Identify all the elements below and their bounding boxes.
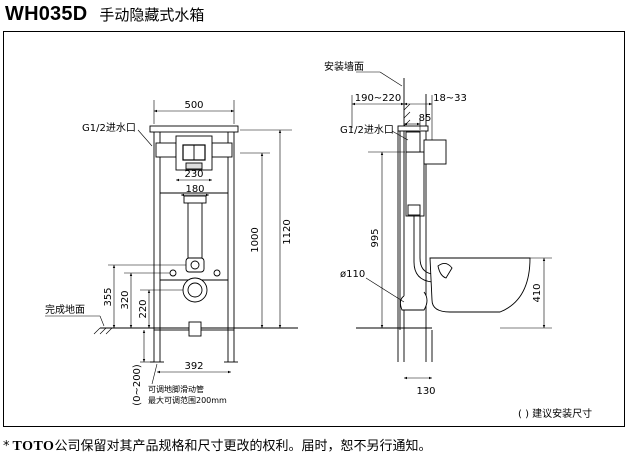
label-220: 220: [138, 299, 149, 318]
label-355: 355: [103, 287, 114, 306]
product-name: 手动隐藏式水箱: [99, 6, 205, 24]
toilet-bowl: [429, 257, 531, 313]
side-dimensions: [351, 71, 552, 380]
label-wall: 安装墙面: [324, 60, 364, 73]
model-number: WH035D: [5, 3, 88, 25]
legend-note: ( ) 建议安装尺寸: [518, 407, 592, 420]
page-title: WH035D 手动隐藏式水箱: [5, 3, 204, 27]
brand-name: TOTO: [12, 439, 55, 454]
label-adjust-note-2: 最大可调范围200mm: [148, 395, 227, 405]
label-410: 410: [532, 283, 543, 302]
label-1000: 1000: [250, 227, 261, 252]
front-dimensions: [45, 100, 292, 385]
label-320: 320: [120, 290, 131, 309]
disclaimer-text: 公司保留对其产品规格和尺寸更改的权利。届时，恕不另行通知。: [54, 439, 432, 454]
label-1120: 1120: [282, 219, 293, 244]
floor-hatch: [93, 327, 113, 335]
label-500: 500: [184, 100, 203, 111]
label-230: 230: [184, 169, 203, 180]
label-392: 392: [184, 361, 203, 372]
label-130: 130: [416, 386, 435, 397]
label-floor: 完成地面: [45, 303, 85, 316]
label-995: 995: [370, 228, 381, 247]
flush-pipe: [187, 199, 203, 259]
front-view: [100, 125, 298, 363]
footnote-star: *: [3, 439, 10, 454]
footer-disclaimer: *TOTO公司保留对其产品规格和尺寸更改的权利。届时，恕不另行通知。: [3, 435, 431, 455]
label-85: 85: [419, 113, 432, 124]
wall-hatch: [403, 103, 411, 127]
drawing-frame: [3, 31, 625, 427]
label-pipe-dia: ø110: [340, 269, 365, 280]
side-view: [356, 78, 531, 362]
label-front-inlet: G1/2进水口: [82, 122, 136, 134]
label-adjust-range: (0~200): [132, 364, 143, 406]
label-side-inlet: G1/2进水口: [340, 124, 394, 136]
label-190-220: 190~220: [355, 93, 402, 104]
label-180: 180: [185, 184, 204, 195]
label-adjust-note-1: 可调地脚滑动管: [148, 384, 204, 394]
label-18-33: 18~33: [433, 93, 467, 104]
